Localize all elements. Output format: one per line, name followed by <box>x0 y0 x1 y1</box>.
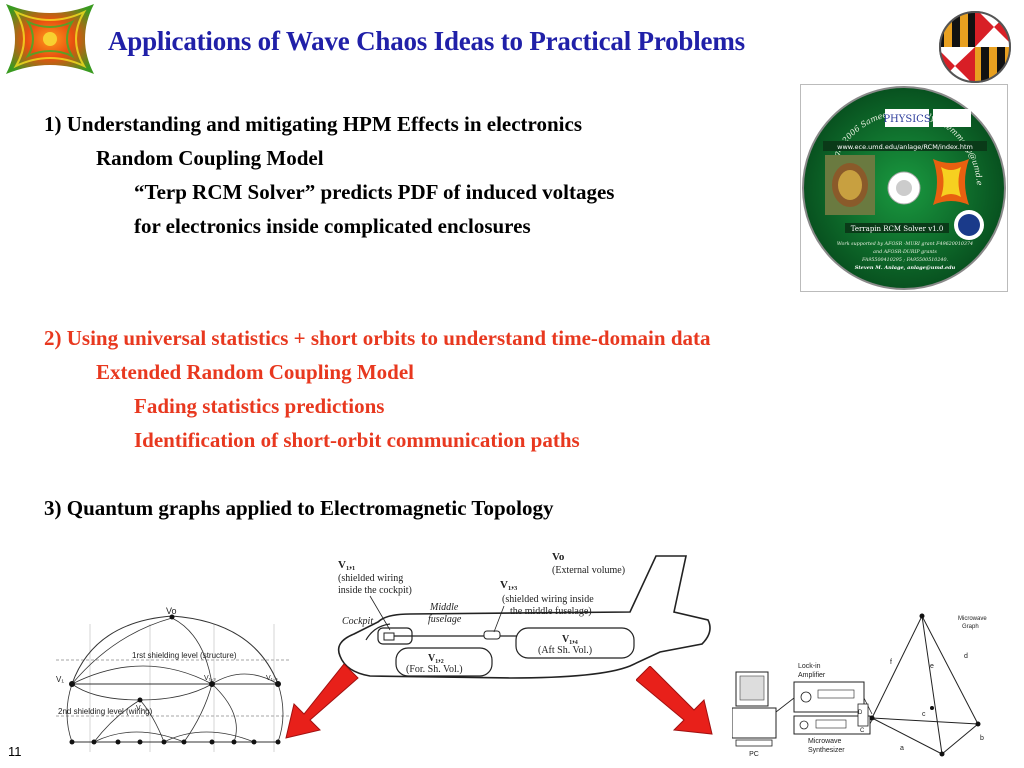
setup-synth-label-2: Synthesizer <box>808 747 845 754</box>
cd-url: www.ece.umd.edu/anlage/RCM/index.htm <box>837 143 973 151</box>
setup-edge-e: e <box>930 663 934 670</box>
graph-v14-label: V₁,₄ <box>266 675 278 682</box>
section-3-heading: 3) Quantum graphs applied to Electromagn… <box>44 496 554 520</box>
maryland-globe-logo <box>936 8 1014 86</box>
airplane-vo-label: Vo <box>552 551 565 563</box>
airplane-vo-desc: (External volume) <box>552 565 625 576</box>
section-2-sub: Extended Random Coupling Model <box>96 360 414 384</box>
airplane-middle-label-1: Middle <box>429 602 459 613</box>
airplane-topology-diagram: V₁,₁ (shielded wiring inside the cockpit… <box>330 548 720 692</box>
setup-edge-b: b <box>980 735 984 742</box>
section-1-detail-2: for electronics inside complicated enclo… <box>134 214 531 238</box>
airplane-v13-desc-1: (shielded wiring inside <box>502 594 594 605</box>
setup-lockin-label-1: Lock-in <box>798 663 821 670</box>
graph-v12-label: V₁,₂ <box>136 705 148 712</box>
setup-graph-label-1: Microwave <box>958 616 987 622</box>
setup-port-d: D <box>858 710 863 716</box>
cd-support-4: Steven M. Anlage, anlage@umd.edu <box>855 264 956 271</box>
cd-support-2: and AFOSR-DURIP grants <box>873 249 937 255</box>
airplane-middle-label-2: fuselage <box>428 614 462 625</box>
page-title: Applications of Wave Chaos Ideas to Prac… <box>108 26 745 56</box>
airplane-v14-desc: (Aft Sh. Vol.) <box>538 645 592 656</box>
graph-level2-label: 2nd shielding level (wiring) <box>58 707 153 716</box>
airplane-v11-label: V₁,₁ <box>338 559 355 571</box>
airplane-v12-desc: (For. Sh. Vol.) <box>406 664 463 675</box>
setup-lockin-label-2: Amplifier <box>798 672 826 679</box>
airplane-v11-desc-1: (shielded wiring <box>338 573 403 584</box>
setup-edge-d: d <box>964 653 968 660</box>
section-2-heading: 2) Using universal statistics + short or… <box>44 326 711 350</box>
section-1-heading: 1) Understanding and mitigating HPM Effe… <box>44 112 583 136</box>
airplane-v12-label: V₁,₂ <box>428 653 444 664</box>
section-1-sub: Random Coupling Model <box>96 146 324 170</box>
airplane-v13-label: V₁,₃ <box>500 579 518 591</box>
cd-physics-logo: PHYSICS <box>883 114 931 125</box>
setup-graph-label-2: Graph <box>962 624 979 630</box>
setup-pc-label: PC <box>749 751 759 758</box>
setup-synth-label-1: Microwave <box>808 738 842 745</box>
graph-vo-label: Vo <box>166 606 177 616</box>
setup-port-c: C <box>860 728 865 734</box>
page-number: 11 <box>8 744 22 759</box>
airplane-cockpit-label: Cockpit <box>342 616 373 627</box>
microwave-experiment-setup-diagram: PC Lock-in Amplifier Microwave Synthesiz… <box>731 612 1018 758</box>
setup-edge-c: c <box>922 711 926 718</box>
quantum-graph-network-diagram: Vo 1rst shielding level (structure) 2nd … <box>54 604 292 754</box>
airplane-v11-desc-2: inside the cockpit) <box>338 585 412 596</box>
section-2-detail-2: Identification of short-orbit communicat… <box>134 428 580 452</box>
section-1-detail-1: “Terp RCM Solver” predicts PDF of induce… <box>134 180 615 204</box>
setup-edge-f: f <box>890 659 892 666</box>
red-arrow-right-icon <box>635 665 718 736</box>
airplane-v14-label: V₁,₄ <box>562 634 578 645</box>
cd-support-1: Work supported by AFOSR -MURI grant F496… <box>837 241 973 247</box>
cd-support-3: FA95500410295 ; FA95500510240. <box>861 257 949 263</box>
red-arrow-left-icon <box>280 663 360 742</box>
setup-edge-a: a <box>900 745 904 752</box>
graph-level1-label: 1rst shielding level (structure) <box>132 651 237 660</box>
rcm-solver-cd-image: Copyright 2006 Sameer Hemmady, shemmady@… <box>798 78 1008 292</box>
graph-v13-label: V₁,₃ <box>204 675 216 682</box>
wave-chaos-logo <box>6 4 94 74</box>
cd-label: Terrapin RCM Solver v1.0 <box>851 225 944 233</box>
airplane-v13-desc-2: the middle fuselage) <box>510 606 592 617</box>
section-2-detail-1: Fading statistics predictions <box>134 394 385 418</box>
graph-v1-label: V₁ <box>56 675 64 684</box>
